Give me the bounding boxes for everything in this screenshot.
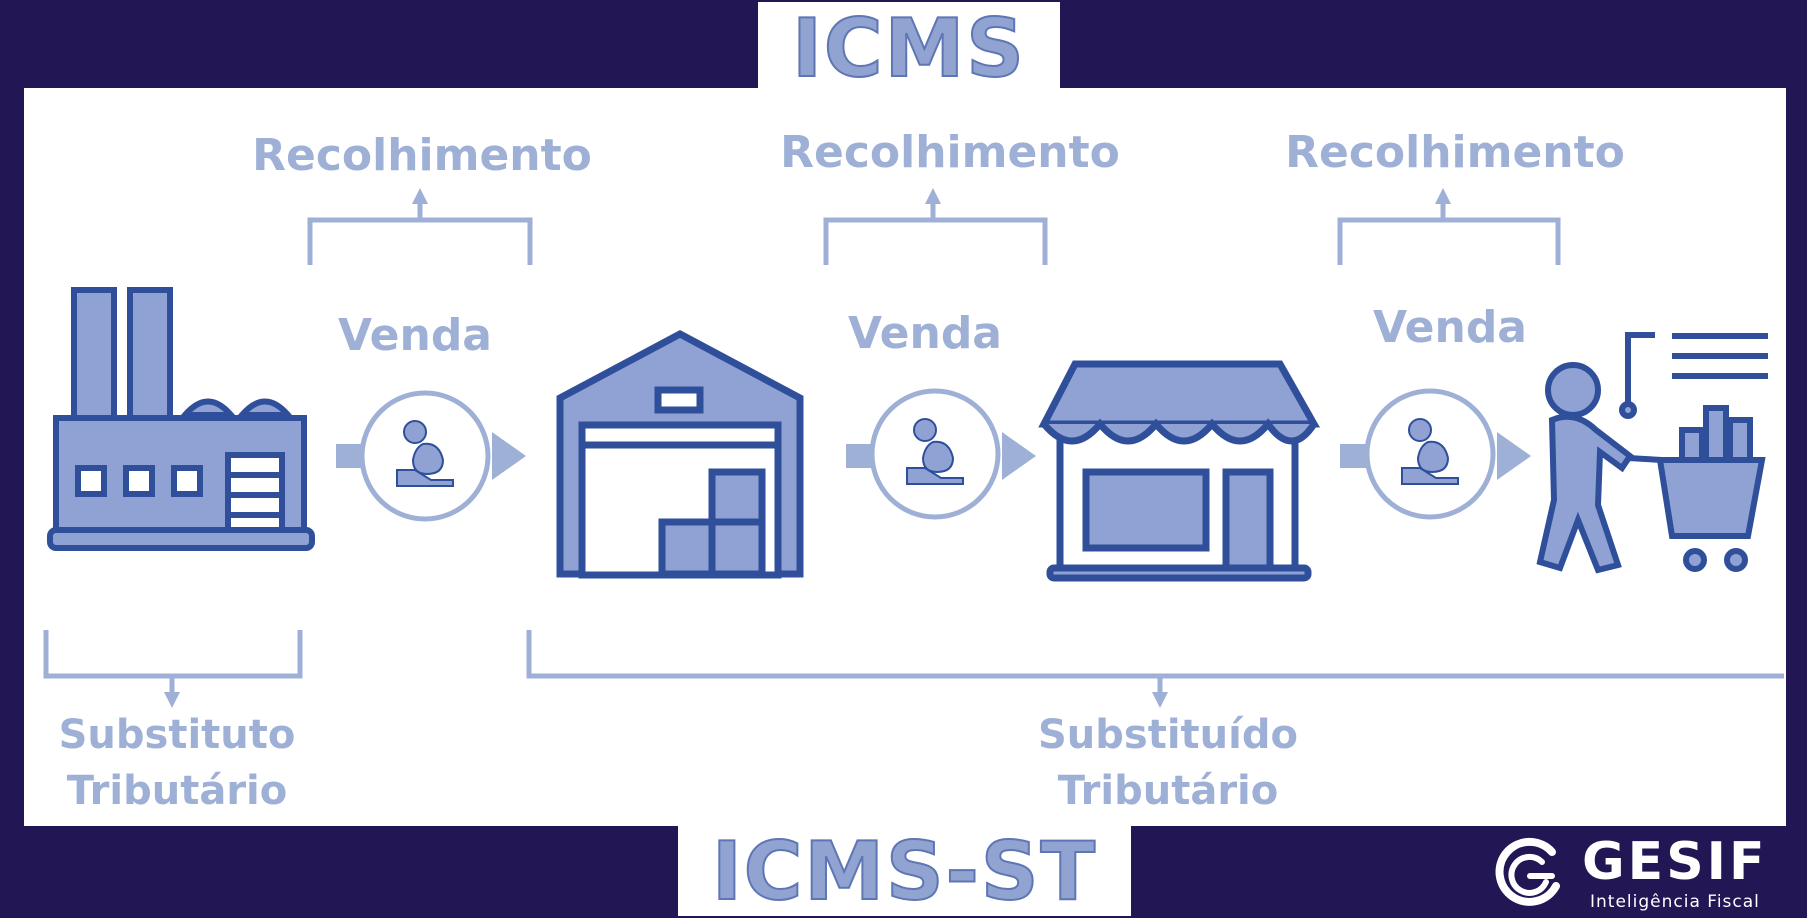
sale-arrow-2 (846, 388, 1036, 520)
collection-bracket-3 (1337, 217, 1561, 265)
store-icon (1038, 360, 1321, 582)
collection-arrowheads (412, 188, 1451, 204)
collection-label-1: Recolhimento (252, 130, 592, 181)
icms-title: ICMS (791, 1, 1026, 96)
sale-arrow-1 (336, 390, 526, 522)
sale-label-3: Venda (1373, 302, 1527, 353)
substitute-line1: Substituto (59, 712, 296, 758)
role-brackets (43, 630, 1784, 696)
substitute-bracket (43, 630, 303, 679)
icms-st-title: ICMS-ST (711, 824, 1098, 918)
brand-tagline: Inteligência Fiscal (1590, 892, 1760, 912)
substituted-line1: Substituído (1038, 712, 1298, 758)
sale-label-2: Venda (848, 308, 1002, 359)
collection-bracket-1 (307, 217, 533, 265)
icms-st-title-box: ICMS-ST (678, 824, 1131, 918)
warehouse-icon (556, 330, 804, 579)
money-bag-icon (1401, 418, 1459, 485)
substitute-line2: Tributário (67, 768, 287, 814)
money-bag-icon (906, 418, 964, 485)
substituted-line2: Tributário (1058, 768, 1278, 814)
shopper-icon (1536, 332, 1768, 574)
icms-title-box: ICMS (758, 1, 1060, 96)
gesif-logo-icon (1495, 837, 1560, 906)
brand-name: GESIF (1582, 832, 1768, 892)
money-bag-icon (396, 420, 454, 487)
gesif-logo: GESIF Inteligência Fiscal (1490, 830, 1790, 916)
sale-label-1: Venda (338, 310, 492, 361)
factory-icon (47, 287, 315, 551)
substituted-bracket (526, 630, 1784, 679)
collection-brackets (307, 198, 1561, 265)
collection-label-3: Recolhimento (1285, 127, 1625, 178)
sale-arrow-3 (1340, 388, 1531, 520)
collection-label-2: Recolhimento (780, 127, 1120, 178)
collection-bracket-2 (823, 217, 1048, 265)
